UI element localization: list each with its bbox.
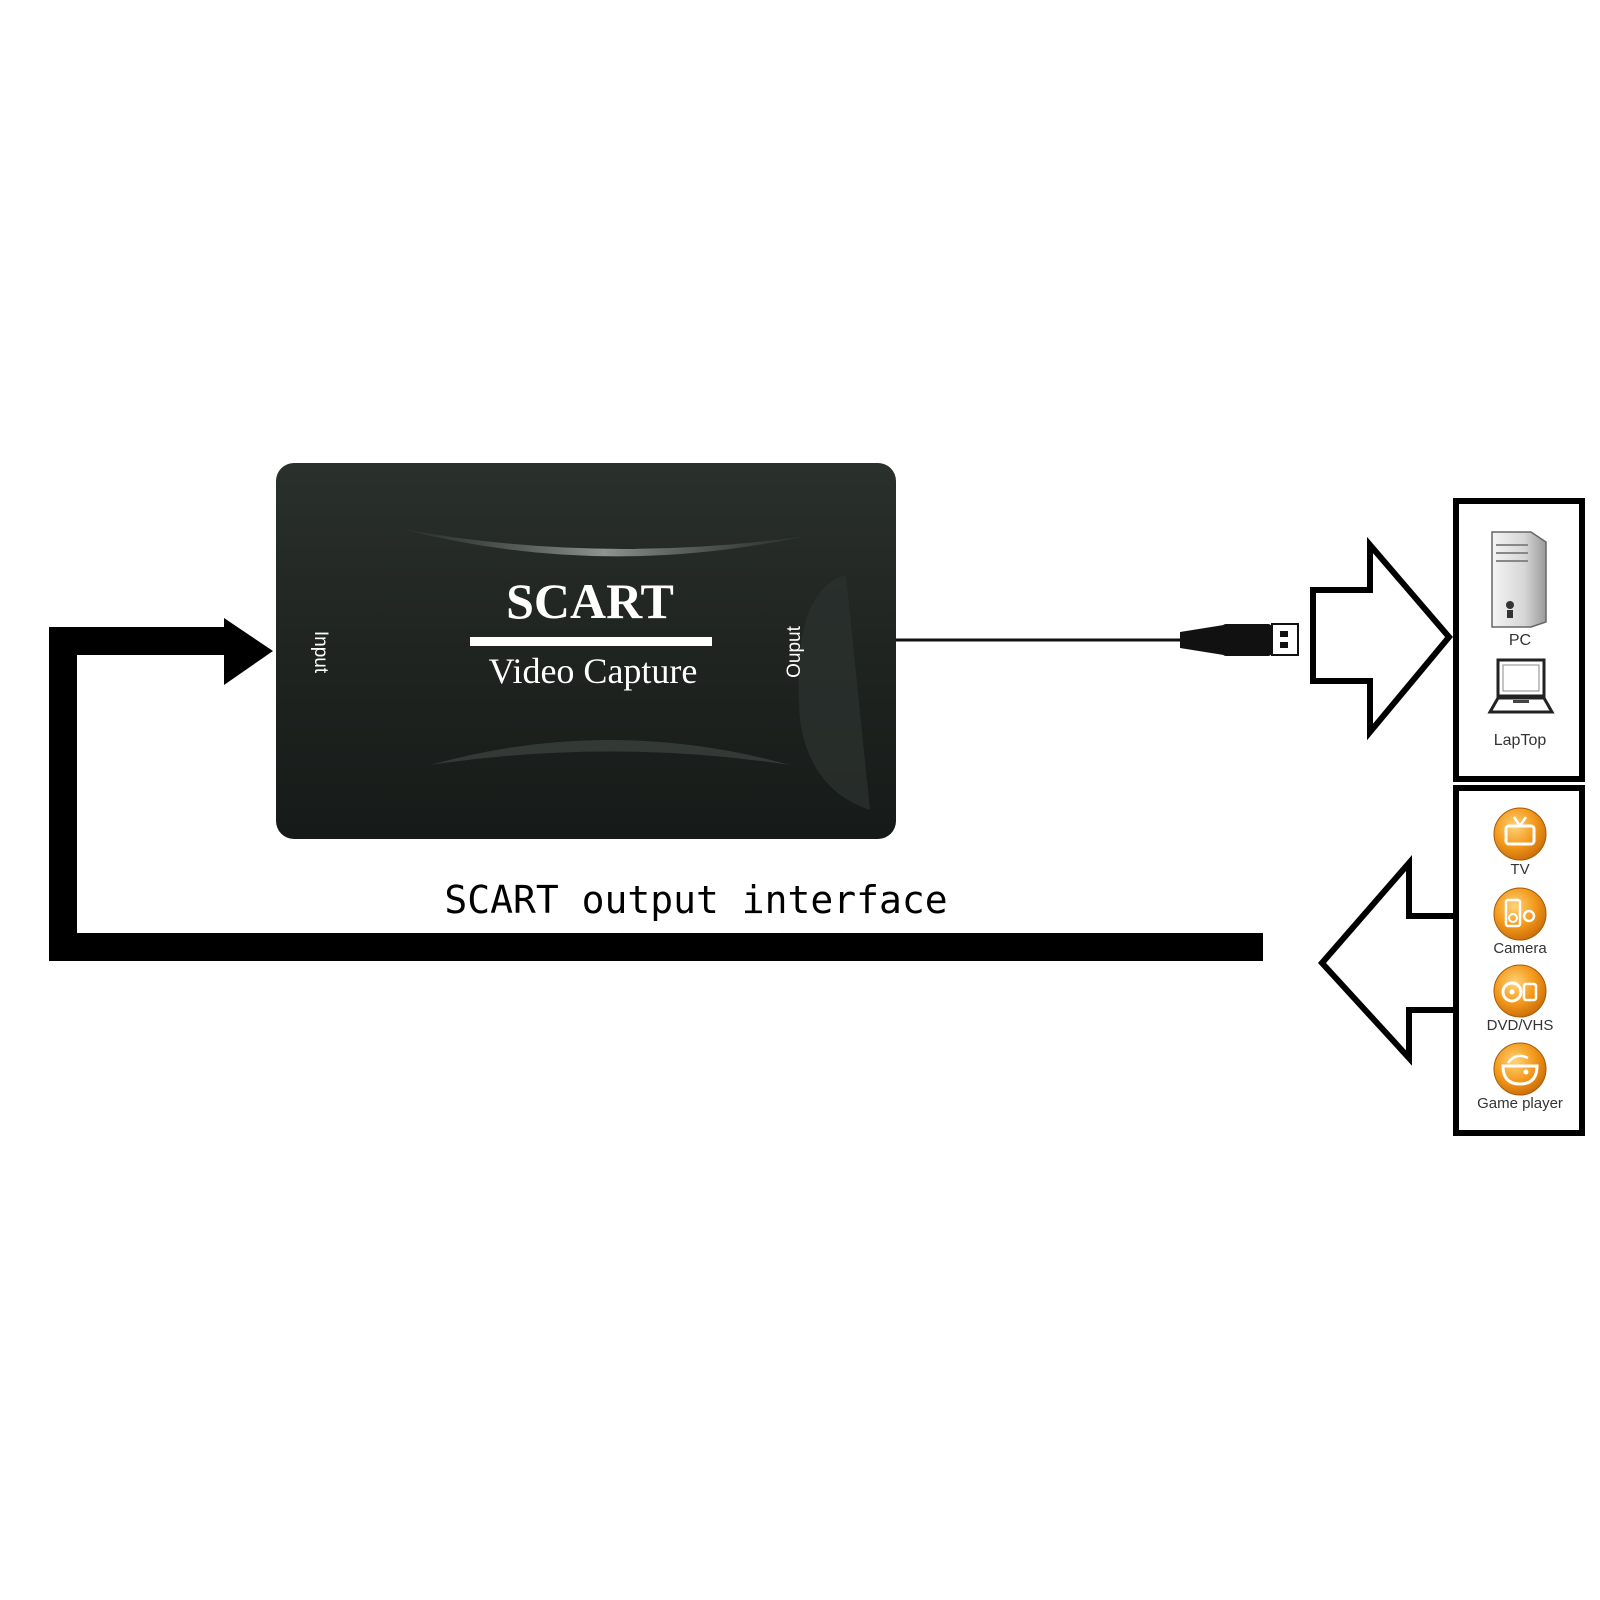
- laptop-icon: [1487, 658, 1555, 714]
- output-device-label: PC: [1509, 632, 1531, 649]
- return-arrow: [49, 618, 1263, 961]
- usb-cable: [896, 623, 1299, 656]
- pc-tower-icon: [1491, 531, 1547, 628]
- source-device-label: DVD/VHS: [1487, 1017, 1554, 1034]
- source-device-label: TV: [1510, 861, 1529, 878]
- output-arrow: [1310, 536, 1453, 741]
- output-device-label: LapTop: [1494, 732, 1547, 749]
- input-port-label: Input: [310, 631, 331, 674]
- camera-icon: [1493, 887, 1547, 941]
- source-arrow: [1317, 854, 1466, 1066]
- device-subtitle: Video Capture: [489, 651, 698, 691]
- usb-plug-icon: [1271, 623, 1299, 656]
- dvd-vhs-icon: [1493, 964, 1547, 1018]
- diagram-caption: SCART output interface: [444, 878, 947, 922]
- source-device-label: Camera: [1493, 940, 1547, 957]
- output-port-label: Ouput: [784, 625, 805, 677]
- tv-icon: [1493, 807, 1547, 861]
- device-title: SCART: [506, 573, 674, 629]
- capture-device: SCART Video Capture Input Ouput: [276, 463, 896, 839]
- game-player-icon: [1493, 1042, 1547, 1096]
- title-underline: [470, 637, 712, 646]
- source-device-label: Game player: [1477, 1095, 1563, 1112]
